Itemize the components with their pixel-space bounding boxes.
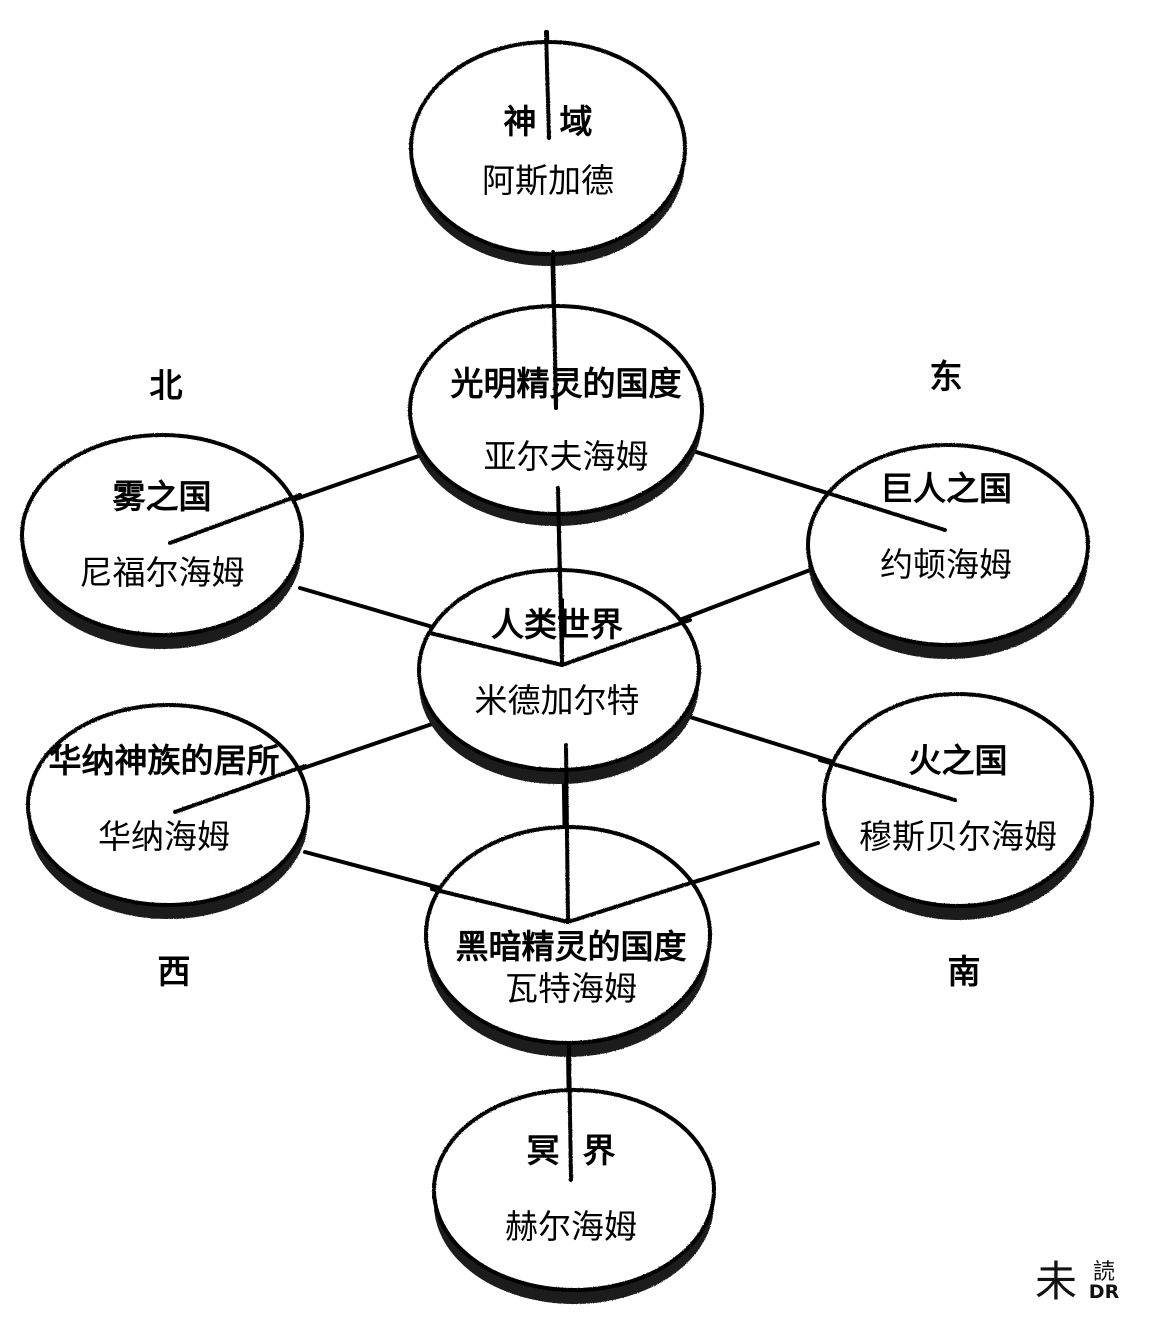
disc-niflheim [20, 433, 304, 649]
realm-name-alfheim: 亚尔夫海姆 [484, 437, 649, 476]
realm-title-niflheim: 雾之国 [113, 477, 212, 516]
axis-alfheim [553, 366, 558, 410]
axis-midgard-lower [564, 743, 570, 924]
realm-title-jotunheim: 巨人之国 [880, 469, 1012, 508]
stub-niflheim-midgard [428, 631, 564, 667]
midgard: 人类世界 米德加尔特 [475, 605, 640, 720]
muspelheim: 火之国 穆斯贝尔海姆 [859, 741, 1057, 856]
foreground-lines [168, 30, 957, 1182]
disc-jotunheim [806, 443, 1090, 659]
realm-title-muspelheim: 火之国 [909, 741, 1008, 780]
realm-name-vanaheim: 华纳海姆 [98, 817, 230, 856]
stub-muspel-svartal [566, 878, 702, 924]
asgard: 神 域 阿斯加德 [482, 102, 614, 200]
realm-title-hel: 冥 界 [527, 1131, 616, 1170]
realm-discs [20, 40, 1094, 1304]
stub-vanaheim-svartal [430, 887, 570, 924]
disc-vanaheim-face [26, 703, 310, 907]
stub-muspelheim [818, 758, 957, 802]
realm-title-midgard: 人类世界 [491, 605, 623, 644]
direction-west: 西 [158, 952, 191, 991]
disc-midgard [417, 568, 701, 784]
disc-niflheim-face [20, 433, 304, 637]
watermark-glyph-2: 読 [1093, 1260, 1115, 1285]
disc-jotunheim-face [806, 443, 1090, 647]
axis-asgard [544, 30, 551, 140]
disc-muspelheim-face [822, 692, 1094, 908]
axis-svartal-lower [567, 1043, 573, 1182]
disc-vanaheim [26, 703, 310, 919]
stub-jotunheim-midgard [560, 618, 692, 667]
direction-east: 东 [930, 357, 963, 396]
stub-vanaheim [173, 764, 307, 814]
direction-north: 北 [150, 366, 183, 405]
realm-name-jotunheim: 约顿海姆 [880, 545, 1012, 584]
realm-title-asgard: 神 域 [504, 102, 593, 141]
realm-name-svartalfheim: 瓦特海姆 [505, 969, 637, 1008]
alfheim: 光明精灵的国度 亚尔夫海姆 [451, 364, 682, 476]
watermark-glyph: 未 [1035, 1257, 1077, 1306]
disc-muspelheim [822, 692, 1094, 920]
hel: 冥 界 赫尔海姆 [505, 1131, 637, 1246]
disc-hel-face [432, 1088, 716, 1292]
realm-name-midgard: 米德加尔特 [475, 681, 640, 720]
watermark-logo: 未 読 DR [1035, 1257, 1120, 1306]
realm-name-muspelheim: 穆斯贝尔海姆 [859, 817, 1057, 856]
stub-niflheim [168, 493, 302, 545]
svartalfheim: 黑暗精灵的国度 瓦特海姆 [456, 927, 687, 1008]
direction-south: 南 [948, 952, 981, 991]
stub-alfheim-jotunheim [816, 488, 947, 532]
disc-hel [432, 1088, 716, 1304]
watermark-letters: DR [1089, 1281, 1120, 1303]
jotunheim: 巨人之国 约顿海姆 [880, 469, 1012, 584]
realm-title-svartalfheim: 黑暗精灵的国度 [456, 927, 687, 966]
niflheim: 雾之国 尼福尔海姆 [80, 477, 245, 592]
realm-title-alfheim: 光明精灵的国度 [451, 364, 682, 403]
realm-name-niflheim: 尼福尔海姆 [80, 553, 245, 592]
disc-asgard [409, 40, 687, 266]
realm-name-hel: 赫尔海姆 [505, 1207, 637, 1246]
realm-title-vanaheim: 华纳神族的居所 [49, 741, 280, 780]
realm-name-asgard: 阿斯加德 [482, 161, 614, 200]
vanaheim: 华纳神族的居所 华纳海姆 [49, 741, 280, 856]
